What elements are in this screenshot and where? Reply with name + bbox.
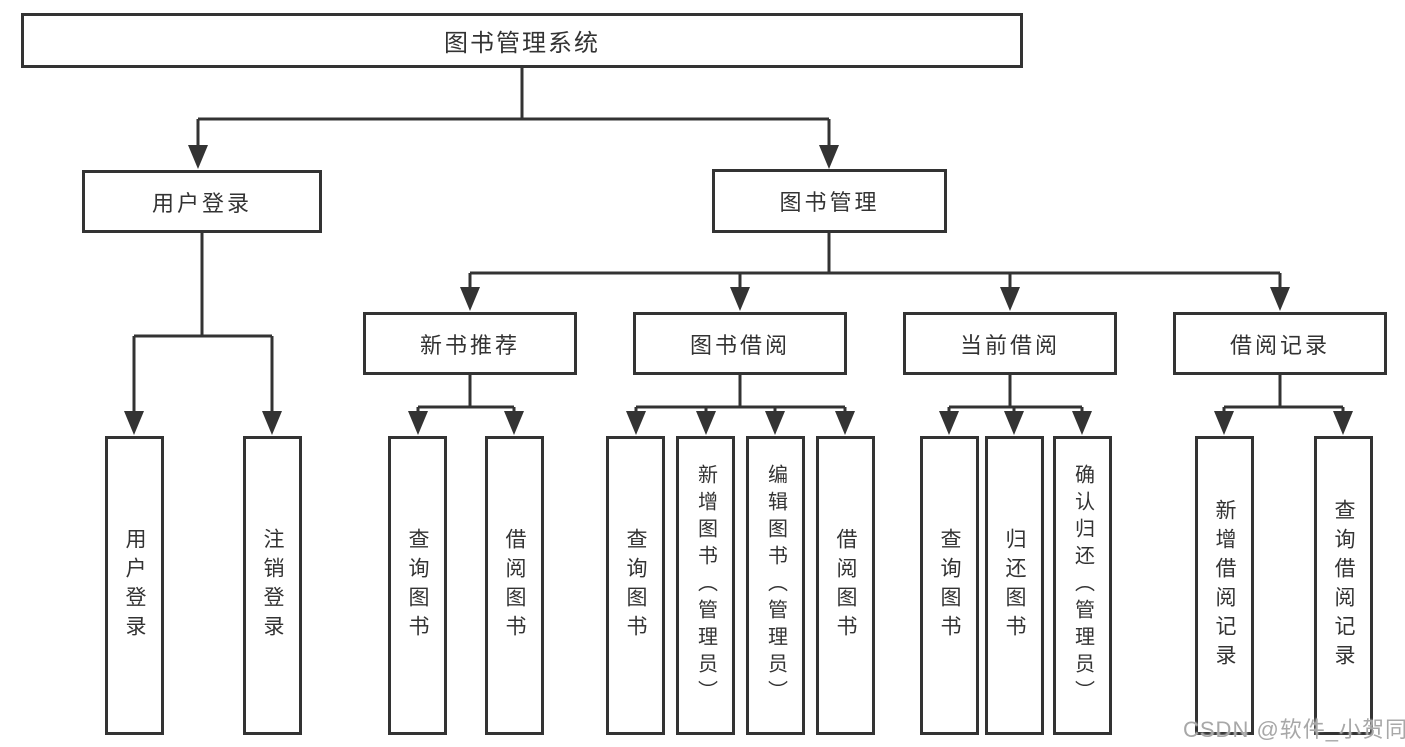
- leaf-query-books-borrowing: 查询图书: [606, 436, 665, 735]
- leaf-query-books-recommend: 查询图书: [388, 436, 447, 735]
- node-user-login: 用户登录: [82, 170, 322, 233]
- leaf-add-books-admin-label: 新增图书（管理员）: [694, 464, 717, 707]
- leaf-add-books-admin: 新增图书（管理员）: [676, 436, 735, 735]
- leaf-edit-books-admin-label: 编辑图书（管理员）: [764, 464, 787, 707]
- leaf-confirm-return-admin-label: 确认归还（管理员）: [1071, 464, 1094, 707]
- node-new-book-recommend-label: 新书推荐: [419, 332, 520, 358]
- node-borrowing-records: 借阅记录: [1173, 312, 1387, 375]
- node-current-borrowing: 当前借阅: [903, 312, 1117, 375]
- node-user-login-label: 用户登录: [151, 190, 252, 216]
- leaf-borrow-books-recommend-label: 借阅图书: [503, 527, 526, 644]
- leaf-borrow-books-borrowing: 借阅图书: [816, 436, 875, 735]
- node-new-book-recommend: 新书推荐: [363, 312, 577, 375]
- leaf-user-login: 用户登录: [105, 436, 164, 735]
- leaf-logout: 注销登录: [243, 436, 302, 735]
- connector-shafts: [132, 68, 1345, 414]
- node-current-borrowing-label: 当前借阅: [959, 332, 1060, 358]
- node-root-label: 图书管理系统: [444, 30, 600, 57]
- leaf-logout-label: 注销登录: [261, 527, 284, 644]
- leaf-confirm-return-admin: 确认归还（管理员）: [1053, 436, 1112, 735]
- leaf-query-books-recommend-label: 查询图书: [406, 527, 429, 644]
- leaf-add-borrow-record: 新增借阅记录: [1195, 436, 1254, 735]
- leaf-borrow-books-borrowing-label: 借阅图书: [834, 527, 857, 644]
- leaf-query-borrow-record-label: 查询借阅记录: [1332, 498, 1355, 673]
- node-root: 图书管理系统: [21, 13, 1023, 68]
- leaf-add-borrow-record-label: 新增借阅记录: [1213, 498, 1236, 673]
- node-book-management: 图书管理: [712, 169, 947, 233]
- arrow-down-icons: [124, 145, 1353, 435]
- node-borrowing-records-label: 借阅记录: [1229, 332, 1330, 358]
- watermark: CSDN @软件_小贺同学: [1183, 717, 1405, 742]
- leaf-return-books-label: 归还图书: [1003, 527, 1026, 644]
- leaf-user-login-label: 用户登录: [123, 527, 146, 644]
- leaf-query-books-current-label: 查询图书: [938, 527, 961, 644]
- node-book-management-label: 图书管理: [779, 190, 880, 215]
- leaf-query-books-borrowing-label: 查询图书: [624, 527, 647, 644]
- node-book-borrowing: 图书借阅: [633, 312, 847, 375]
- leaf-return-books: 归还图书: [985, 436, 1044, 735]
- leaf-borrow-books-recommend: 借阅图书: [485, 436, 544, 735]
- node-book-borrowing-label: 图书借阅: [689, 332, 790, 358]
- leaf-edit-books-admin: 编辑图书（管理员）: [746, 436, 805, 735]
- leaf-query-borrow-record: 查询借阅记录: [1314, 436, 1373, 735]
- leaf-query-books-current: 查询图书: [920, 436, 979, 735]
